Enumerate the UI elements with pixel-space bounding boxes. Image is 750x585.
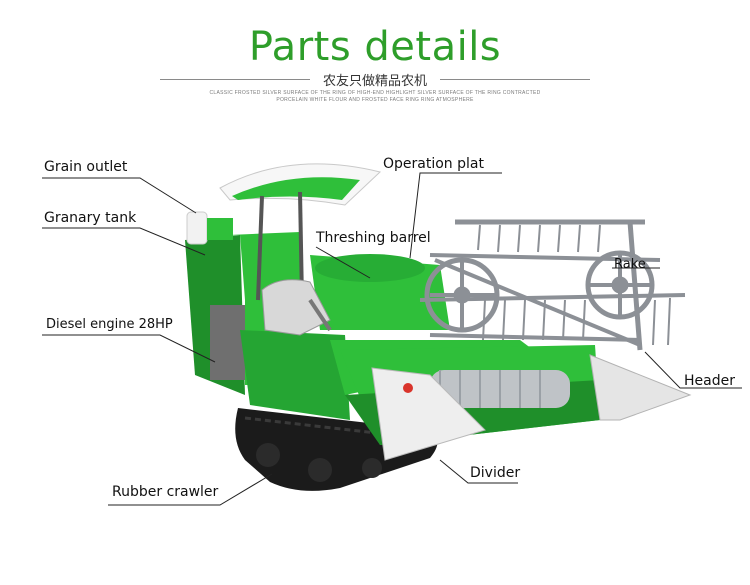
- label-grain-outlet: Grain outlet: [44, 159, 128, 175]
- label-divider: Divider: [470, 465, 521, 481]
- label-operation-plat: Operation plat: [383, 156, 484, 172]
- tagline-line-2: PORCELAIN WHITE FLOUR AND FROSTED FACE R…: [276, 97, 474, 103]
- label-header: Header: [684, 373, 735, 389]
- leader-lines: [42, 172, 742, 506]
- reel-rake: [419, 219, 686, 351]
- right-rule: [440, 79, 590, 80]
- label-rubber-crawler: Rubber crawler: [112, 484, 219, 500]
- page-title: Parts details: [248, 24, 502, 70]
- label-rake: Rake: [614, 257, 646, 272]
- subtitle: 农友只做精品农机: [322, 74, 427, 89]
- subtitle-rule: [160, 70, 590, 90]
- left-rule: [160, 79, 310, 80]
- label-threshing-barrel: Threshing barrel: [316, 230, 431, 246]
- label-granary-tank: Granary tank: [44, 210, 137, 226]
- operation-platform: [219, 163, 382, 336]
- label-diesel-engine: Diesel engine 28HP: [46, 317, 173, 332]
- tagline-line-1: CLASSIC FROSTED SILVER SURFACE OF THE RI…: [209, 90, 541, 96]
